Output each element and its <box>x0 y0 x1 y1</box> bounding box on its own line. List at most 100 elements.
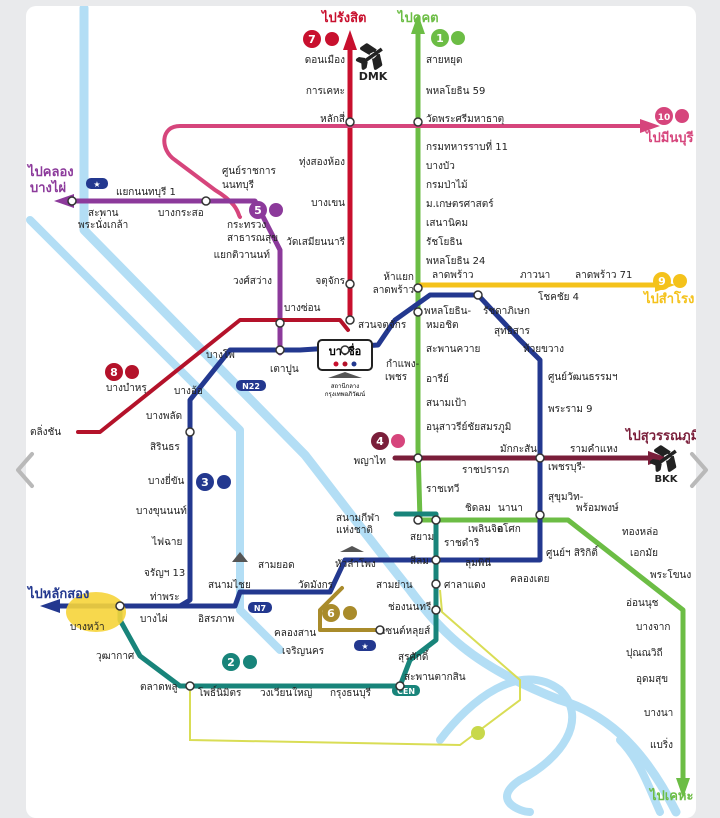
badge-darkred-label: 8 <box>110 366 118 379</box>
terminal-laksong: ไปหลักสอง <box>26 585 89 602</box>
terminal-khukhot: ไปคูคต <box>396 9 439 26</box>
station-marker-icon <box>431 579 441 589</box>
station-label: เตาปูน <box>270 364 299 375</box>
prev-image-button[interactable] <box>8 440 42 500</box>
station-label: บางเขน <box>311 198 345 209</box>
airport-bkk-label: BKK <box>654 474 678 485</box>
station-label: สามย่าน <box>376 580 413 591</box>
building-icon <box>328 372 362 378</box>
gold-line <box>318 586 382 632</box>
station-marker-icon <box>345 117 355 127</box>
arrow-rangsit <box>343 30 357 50</box>
station-marker-icon <box>395 681 405 691</box>
station-label: สุทธิสาร <box>494 326 531 337</box>
station-label: สิรินธร <box>150 442 180 453</box>
terminal-labels: ไปรังสิต ไปคูคต ไปมีนบุรี ไปคลอง บางไผ่ … <box>26 9 699 804</box>
badge-layer: 7 1 10 5 9 8 4 3 6 2 <box>105 29 689 671</box>
badge-gold-6: 6 <box>322 604 357 622</box>
terminal-bangphai: บางไผ่ <box>30 179 66 196</box>
station-label: เสนานิคม <box>426 218 468 229</box>
star-badge: ★ <box>86 178 108 189</box>
station-marker-icon <box>413 283 423 293</box>
station-label: นนทบุรี <box>222 179 255 191</box>
station-marker-icon <box>473 290 483 300</box>
station-label: เอกมัย <box>630 548 658 559</box>
arrow-minburi <box>640 119 660 133</box>
hub-caption-2: กรุงเทพอภิวัฒน์ <box>325 390 365 398</box>
station-label: ศูนย์ฯ สิริกิติ์ <box>546 545 599 559</box>
star-icon: ★ <box>93 180 100 189</box>
station-marker-icon <box>431 555 441 565</box>
airplane-icon <box>649 445 677 472</box>
station-label: ราชปรารภ <box>462 465 509 476</box>
station-label: อารีย์ <box>426 373 449 385</box>
station-label: สยาม <box>410 532 434 543</box>
badge-pink-label: 10 <box>658 113 671 123</box>
station-label: ตลิ่งชัน <box>30 424 61 438</box>
station-label: อโศก <box>497 522 521 535</box>
station-label: กำแพง- <box>386 359 420 370</box>
badge-yellow-9: 9 <box>653 272 687 290</box>
arrow-khukhot <box>411 14 425 34</box>
station-label: บางจาก <box>636 622 670 633</box>
station-label: ห้วยขวาง <box>523 343 564 355</box>
station-label: วัดมังกร <box>298 580 334 591</box>
station-label: บางนา <box>644 708 673 719</box>
station-label: ราชดำริ <box>444 538 480 549</box>
station-label: พญาไท <box>354 455 386 467</box>
badge-blue-3: 3 <box>196 473 231 491</box>
station-label: แห่งชาติ <box>336 525 373 536</box>
station-label: วัดพระศรีมหาธาตุ <box>426 113 504 125</box>
station-labels: ดอนเมืองการเคหะหลักสี่ทุ่งสองห้องบางเขนว… <box>30 54 691 751</box>
badge-teal-label: 2 <box>227 656 235 669</box>
airplanes: DMK BKK <box>355 43 679 485</box>
station-marker-icon <box>345 315 355 325</box>
train-icon <box>451 31 465 45</box>
station-label: รัชโยธิน <box>426 235 462 248</box>
station-label: ทองหล่อ <box>622 527 658 538</box>
station-label: สนามไชย <box>208 579 251 591</box>
station-marker-icon <box>413 453 423 463</box>
station-label: ภาวนา <box>520 270 550 281</box>
train-icon <box>391 434 405 448</box>
station-label: พร้อมพงษ์ <box>576 502 619 514</box>
station-marker-icon <box>413 117 423 127</box>
map-card: 7 1 10 5 9 8 4 3 6 2 N22 N7 CEN ★ ★ DMK … <box>26 3 699 818</box>
station-label: หัวลำโพง <box>335 557 376 570</box>
hub-bang-sue: บางซื่อ สถานีกลาง กรุงเทพอภิวัฒน์ <box>317 339 373 398</box>
arrow-laksong <box>40 599 60 613</box>
station-label: โพธิ์นิมิตร <box>198 685 242 699</box>
terminal-minburi: ไปมีนบุรี <box>644 129 693 146</box>
gold-line-logo <box>471 726 485 740</box>
station-label: สุขุมวิท- <box>548 492 584 503</box>
hub-caption-1: สถานีกลาง <box>331 382 359 390</box>
station-label: ท่าพระ <box>150 592 180 603</box>
code-badge-n7-label: N7 <box>254 604 266 613</box>
station-label: หลักสี่ <box>320 111 345 125</box>
station-label: เพชร <box>385 372 408 383</box>
station-label: บางพลัด <box>146 411 182 422</box>
next-image-button[interactable] <box>682 440 716 500</box>
chevron-left-icon <box>16 452 34 488</box>
star-icon: ★ <box>361 642 368 651</box>
station-label: อนุสาวรีย์ชัยสมรภูมิ <box>426 421 511 433</box>
code-badge-cen-label: CEN <box>397 687 415 696</box>
station-label: ทุ่งสองห้อง <box>299 156 345 168</box>
station-label: พระราม 9 <box>548 404 592 415</box>
station-label: สายหยุด <box>426 55 463 66</box>
station-label: พหลโยธิน 59 <box>426 84 485 97</box>
train-icon <box>675 109 689 123</box>
station-label: ชิดลม <box>465 503 491 514</box>
station-label: สะพานตากสิน <box>404 672 466 683</box>
arrow-layer <box>40 14 690 798</box>
station-label: อิสรภาพ <box>198 614 234 625</box>
badge-red-7: 7 <box>303 30 339 48</box>
station-marker-icon <box>67 196 77 206</box>
station-label: บางกระสอ <box>158 208 204 219</box>
river-layer <box>26 3 681 817</box>
station-label: บางหว้า <box>70 621 105 633</box>
station-label: นานา <box>498 503 523 514</box>
station-label: สาธารณสุข <box>227 233 278 244</box>
code-badge-n22-label: N22 <box>242 382 260 391</box>
